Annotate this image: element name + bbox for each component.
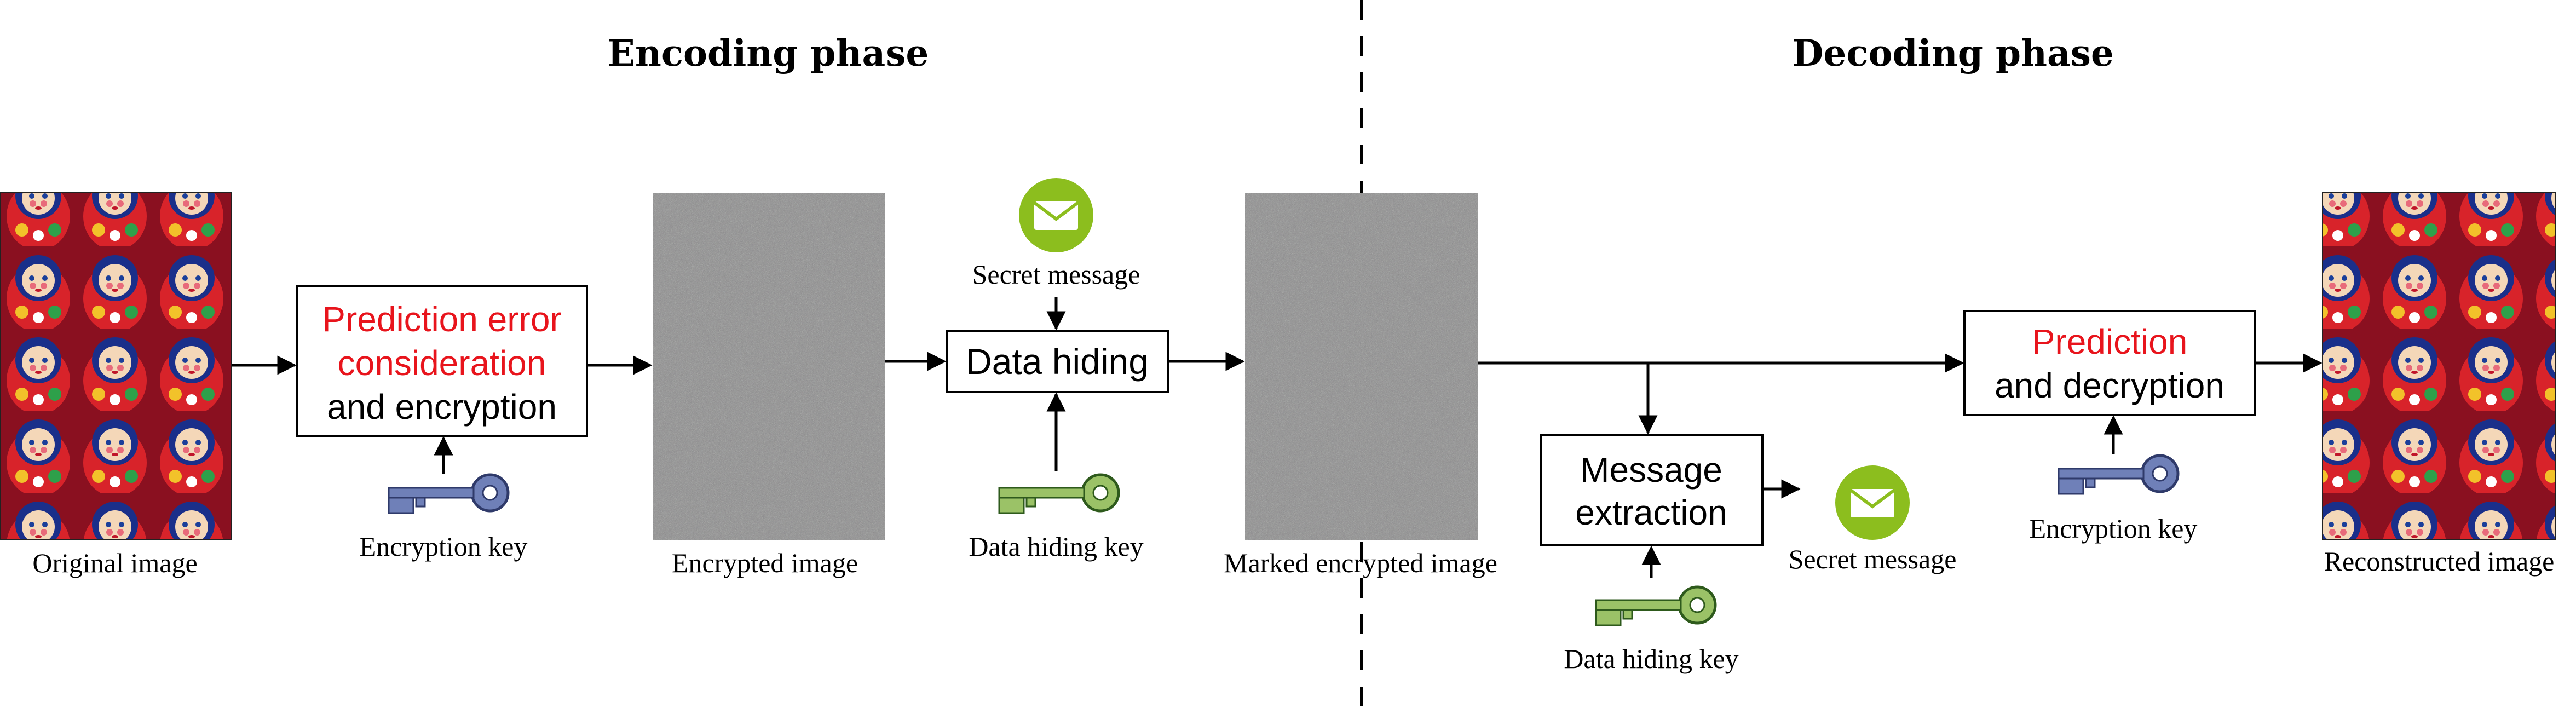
secret-message-caption-enc: Secret message <box>972 259 1140 290</box>
data-hiding-key-icon-dec <box>1595 585 1717 626</box>
encryption-key-caption-enc: Encryption key <box>360 531 528 562</box>
decoding-phase-title: Decoding phase <box>1792 32 2114 74</box>
encryption-key-icon <box>388 473 510 514</box>
data-hiding-key-caption-enc: Data hiding key <box>969 531 1143 562</box>
envelope-icon-enc <box>1019 178 1093 252</box>
prediction-decryption-line1: Prediction <box>2032 322 2188 361</box>
prediction-encryption-line2: consideration <box>338 343 546 383</box>
message-extraction-line1: Message <box>1580 450 1722 490</box>
original-image-caption: Original image <box>32 548 197 578</box>
encryption-key-icon-dec <box>2058 454 2180 495</box>
encrypted-image <box>653 193 885 540</box>
reconstructed-image-caption: Reconstructed image <box>2324 546 2555 577</box>
prediction-encryption-line3: and encryption <box>327 387 557 427</box>
encrypted-image-caption: Encrypted image <box>672 548 858 578</box>
message-extraction-line2: extraction <box>1575 493 1727 532</box>
data-hiding-key-icon-enc <box>998 473 1120 514</box>
secret-message-caption-dec: Secret message <box>1789 544 1957 574</box>
prediction-encryption-line1: Prediction error <box>322 300 562 339</box>
envelope-icon-dec <box>1835 465 1910 540</box>
prediction-decryption-box: Prediction and decryption <box>1963 310 2256 416</box>
data-hiding-label: Data hiding <box>966 341 1149 382</box>
prediction-decryption-line2: and decryption <box>1995 366 2225 405</box>
data-hiding-key-caption-dec: Data hiding key <box>1564 643 1738 674</box>
original-image <box>0 192 232 540</box>
message-extraction-box: Message extraction <box>1540 434 1764 546</box>
encoding-phase-title: Encoding phase <box>608 32 929 74</box>
encryption-key-caption-dec: Encryption key <box>2030 513 2198 544</box>
marked-encrypted-image <box>1245 193 1478 540</box>
data-hiding-box: Data hiding <box>946 330 1169 393</box>
reconstructed-image <box>2322 192 2556 540</box>
marked-image-caption: Marked encrypted image <box>1224 548 1497 578</box>
prediction-encryption-box: Prediction error consideration and encry… <box>296 285 588 437</box>
